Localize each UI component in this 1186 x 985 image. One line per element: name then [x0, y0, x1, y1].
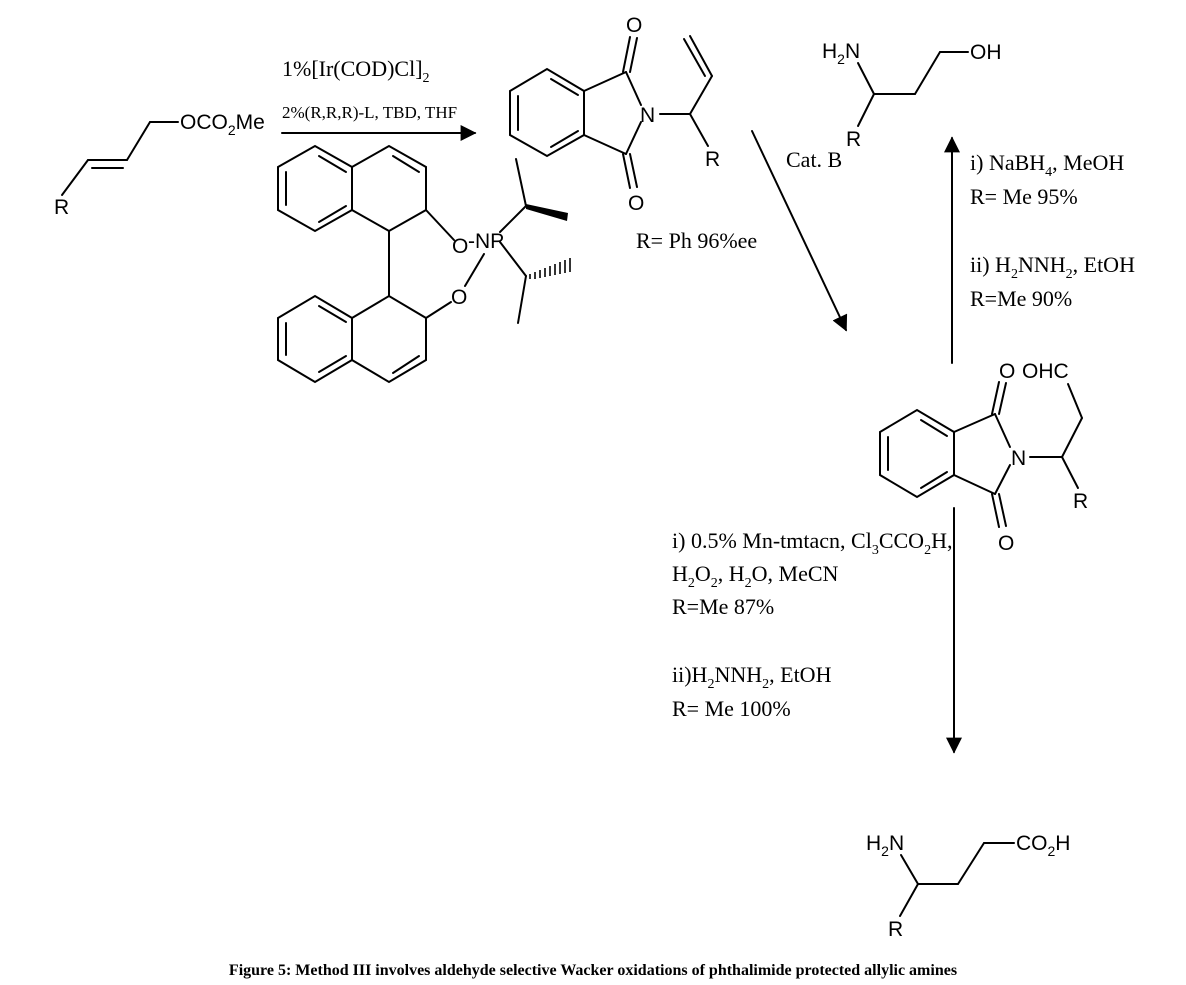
svg-text:1%[Ir(COD)Cl]2: 1%[Ir(COD)Cl]2	[282, 56, 430, 86]
carboxyl-label: CO	[1016, 832, 1048, 855]
aldehyde-o-top-label: O	[999, 360, 1015, 383]
aldehyde-n-label: N	[1011, 447, 1026, 470]
svg-text:H2N: H2N	[822, 40, 860, 67]
svg-text:i) 0.5% Mn-tmtacn, Cl3CCO2H,: i) 0.5% Mn-tmtacn, Cl3CCO2H,	[672, 528, 952, 558]
r-group-label: R	[888, 918, 903, 941]
svg-text:H2O2, H2O, MeCN: H2O2, H2O, MeCN	[672, 561, 839, 591]
ligand-o-bottom-label: O	[451, 286, 467, 309]
amino-alcohol-structure: H2N OH R	[822, 40, 1002, 151]
r-group-label: R	[1073, 490, 1088, 513]
svg-text:OCO2Me: OCO2Me	[180, 111, 265, 138]
phthalimide-o-top-label: O	[626, 14, 642, 37]
reduction-conditions: i) NaBH4, MeOH R= Me 95% ii) H2NNH2, EtO…	[970, 150, 1135, 311]
svg-text:CO2H: CO2H	[1016, 832, 1070, 859]
hydroxyl-label: OH	[970, 41, 1002, 64]
r-group-label: R	[54, 196, 69, 219]
ligand-np-label: -NP	[468, 230, 504, 253]
phosphoramidite-ligand-structure: O -NP O	[277, 144, 571, 384]
svg-text:H2N: H2N	[866, 832, 904, 859]
amino-acid-structure: H2N CO2H R	[866, 832, 1070, 941]
reagents-label: 2%(R,R,R)-L, TBD, THF	[282, 103, 457, 122]
svg-text:R=Me 90%: R=Me 90%	[970, 286, 1072, 311]
r-group-label: R	[846, 128, 861, 151]
svg-text:R= Me 100%: R= Me 100%	[672, 696, 791, 721]
aldehyde-o-bottom-label: O	[998, 532, 1014, 555]
aldehyde-phthalimide-structure: O OHC N O R	[879, 360, 1088, 555]
r-group-label: R	[705, 148, 720, 171]
allyl-phthalimide-structure: O N O R	[509, 14, 720, 215]
catalyst-label: 1%[Ir(COD)Cl]	[282, 56, 423, 81]
allylic-carbonate-structure: OCO2Me R	[54, 111, 265, 219]
carbonate-group-label: OCO	[180, 111, 228, 134]
catalyst-b-label: Cat. B	[786, 147, 842, 172]
ee-result-label: R= Ph 96%ee	[636, 228, 757, 253]
phthalimide-o-bottom-label: O	[628, 192, 644, 215]
reaction-scheme: OCO2Me R 1%[Ir(COD)Cl]2 2%(R,R,R)-L, TBD…	[54, 14, 1135, 941]
ligand-o-top-label: O	[452, 235, 468, 258]
oxidation-conditions: i) 0.5% Mn-tmtacn, Cl3CCO2H, H2O2, H2O, …	[672, 528, 952, 721]
svg-text:R=Me 87%: R=Me 87%	[672, 594, 774, 619]
amine-label: H	[822, 40, 837, 63]
amine-label: H	[866, 832, 881, 855]
svg-text:ii)H2NNH2, EtOH: ii)H2NNH2, EtOH	[672, 662, 832, 692]
figure-caption: Figure 5: Method III involves aldehyde s…	[228, 962, 958, 979]
oxidation-arrow	[751, 130, 848, 332]
svg-text:R= Me 95%: R= Me 95%	[970, 184, 1078, 209]
step1-conditions: 1%[Ir(COD)Cl]2 2%(R,R,R)-L, TBD, THF	[281, 56, 477, 141]
aldehyde-cho-label: OHC	[1022, 360, 1069, 383]
svg-text:i) NaBH4, MeOH: i) NaBH4, MeOH	[970, 150, 1124, 180]
svg-text:ii) H2NNH2, EtOH: ii) H2NNH2, EtOH	[970, 252, 1135, 282]
phthalimide-n-label: N	[640, 104, 655, 127]
